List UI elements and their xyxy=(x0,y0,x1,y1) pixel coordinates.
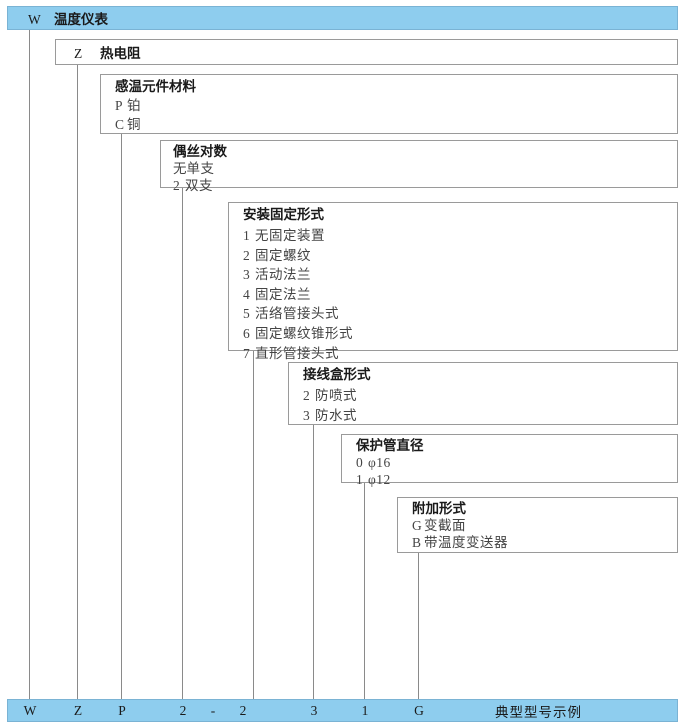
option-code: G xyxy=(412,517,422,533)
connector-line-additional xyxy=(418,553,419,699)
option-code: 0 xyxy=(356,454,363,470)
option-desc: 活络管接头式 xyxy=(255,306,339,322)
header-code: W xyxy=(28,12,41,27)
option-code: 2 xyxy=(243,247,250,263)
option-code: 5 xyxy=(243,306,250,322)
option-desc: 变截面 xyxy=(424,517,466,533)
connector-line-z xyxy=(77,65,78,699)
option-row: 3 活动法兰 xyxy=(243,265,677,285)
option-desc: 固定螺纹 xyxy=(255,247,311,263)
box-mounting-fixing-type: 安装固定形式 1 无固定装置 2 固定螺纹 3 活动法兰 4 固定法兰 5 活络… xyxy=(228,202,678,361)
option-code: P xyxy=(115,98,123,114)
example-char: Z xyxy=(73,702,83,718)
connector-line-tube-diameter xyxy=(364,483,365,699)
option-row: 0 φ16 xyxy=(356,455,677,472)
thermal-resistance-text: Z 热电阻 xyxy=(74,42,141,62)
option-row: 5 活络管接头式 xyxy=(243,304,677,324)
example-char: 2 xyxy=(239,702,247,718)
option-desc: 固定螺纹锥形式 xyxy=(255,326,353,342)
example-char: W xyxy=(23,702,37,718)
option-row: 1 无固定装置 xyxy=(243,226,677,246)
option-desc: 铜 xyxy=(127,117,141,133)
option-row: 2 固定螺纹 xyxy=(243,246,677,266)
option-code: 2 xyxy=(303,388,310,404)
option-code: 1 xyxy=(356,471,363,487)
thermal-resistance-label: 热电阻 xyxy=(100,46,141,61)
option-row: 7 直形管接头式 xyxy=(243,344,677,364)
option-row: 2 防喷式 xyxy=(303,386,677,406)
option-code: 3 xyxy=(243,267,250,283)
option-code: 无 xyxy=(173,160,187,176)
option-desc: φ16 xyxy=(368,454,391,470)
example-model-bar: W Z P 2 - 2 3 1 G 典型型号示例 xyxy=(7,699,678,722)
box-additional-type: 附加形式 G 变截面 B 带温度变送器 xyxy=(397,497,678,553)
option-desc: 防喷式 xyxy=(315,388,357,404)
option-desc: 铂 xyxy=(127,98,141,114)
option-desc: 活动法兰 xyxy=(255,267,311,283)
example-char: G xyxy=(414,702,424,718)
example-char: 3 xyxy=(310,702,318,718)
option-desc: 带温度变送器 xyxy=(424,534,508,550)
wire-pair-count-title: 偶丝对数 xyxy=(173,144,227,159)
option-code: B xyxy=(412,534,422,550)
connector-line-w xyxy=(29,29,30,699)
option-desc: φ12 xyxy=(368,471,391,487)
option-code: 2 xyxy=(173,177,180,193)
option-code: 6 xyxy=(243,326,250,342)
box-thermal-resistance: Z 热电阻 xyxy=(55,39,678,65)
mounting-fixing-type-title: 安装固定形式 xyxy=(243,207,324,222)
box-protection-tube-diameter: 保护管直径 0 φ16 1 φ12 xyxy=(341,434,678,487)
option-row: C 铜 xyxy=(115,115,677,134)
example-label: 典型型号示例 xyxy=(495,704,582,720)
sensing-element-material-title: 感温元件材料 xyxy=(115,79,196,94)
option-row: 1 φ12 xyxy=(356,472,677,489)
option-row: 3 防水式 xyxy=(303,406,677,426)
header-label: 温度仪表 xyxy=(54,12,108,27)
example-separator: - xyxy=(210,702,216,718)
option-row: B 带温度变送器 xyxy=(412,535,677,552)
additional-type-title: 附加形式 xyxy=(412,501,466,516)
protection-tube-diameter-title: 保护管直径 xyxy=(356,438,424,453)
option-code: 7 xyxy=(243,345,250,361)
junction-box-type-title: 接线盒形式 xyxy=(303,367,371,382)
box-wire-pair-count: 偶丝对数 无 单支 2 双支 xyxy=(160,140,678,193)
option-desc: 直形管接头式 xyxy=(255,345,339,361)
connector-line-mounting xyxy=(253,351,254,699)
option-desc: 单支 xyxy=(186,160,215,176)
option-row: P 铂 xyxy=(115,96,677,115)
option-code: 4 xyxy=(243,286,250,302)
box-junction-box-type: 接线盒形式 2 防喷式 3 防水式 xyxy=(288,362,678,425)
box-sensing-element-material: 感温元件材料 P 铂 C 铜 xyxy=(100,74,678,134)
option-row: 6 固定螺纹锥形式 xyxy=(243,324,677,344)
option-desc: 双支 xyxy=(185,177,213,193)
option-row: 2 双支 xyxy=(173,178,677,195)
connector-line-p xyxy=(121,134,122,699)
connector-line-junction-box xyxy=(313,425,314,699)
option-row: G 变截面 xyxy=(412,518,677,535)
box-temperature-instrument: W 温度仪表 xyxy=(7,6,678,30)
option-desc: 防水式 xyxy=(315,408,357,424)
header-text: W 温度仪表 xyxy=(28,8,108,28)
thermal-resistance-code: Z xyxy=(74,46,83,61)
option-desc: 固定法兰 xyxy=(255,286,311,302)
example-char: P xyxy=(118,702,126,718)
option-code: 1 xyxy=(243,228,250,244)
example-char: 2 xyxy=(179,702,187,718)
option-desc: 无固定装置 xyxy=(255,228,325,244)
example-char: 1 xyxy=(361,702,369,718)
option-row: 4 固定法兰 xyxy=(243,285,677,305)
option-row: 无 单支 xyxy=(173,161,677,178)
option-code: C xyxy=(115,117,125,133)
connector-line-pairs xyxy=(182,188,183,699)
option-code: 3 xyxy=(303,408,310,424)
